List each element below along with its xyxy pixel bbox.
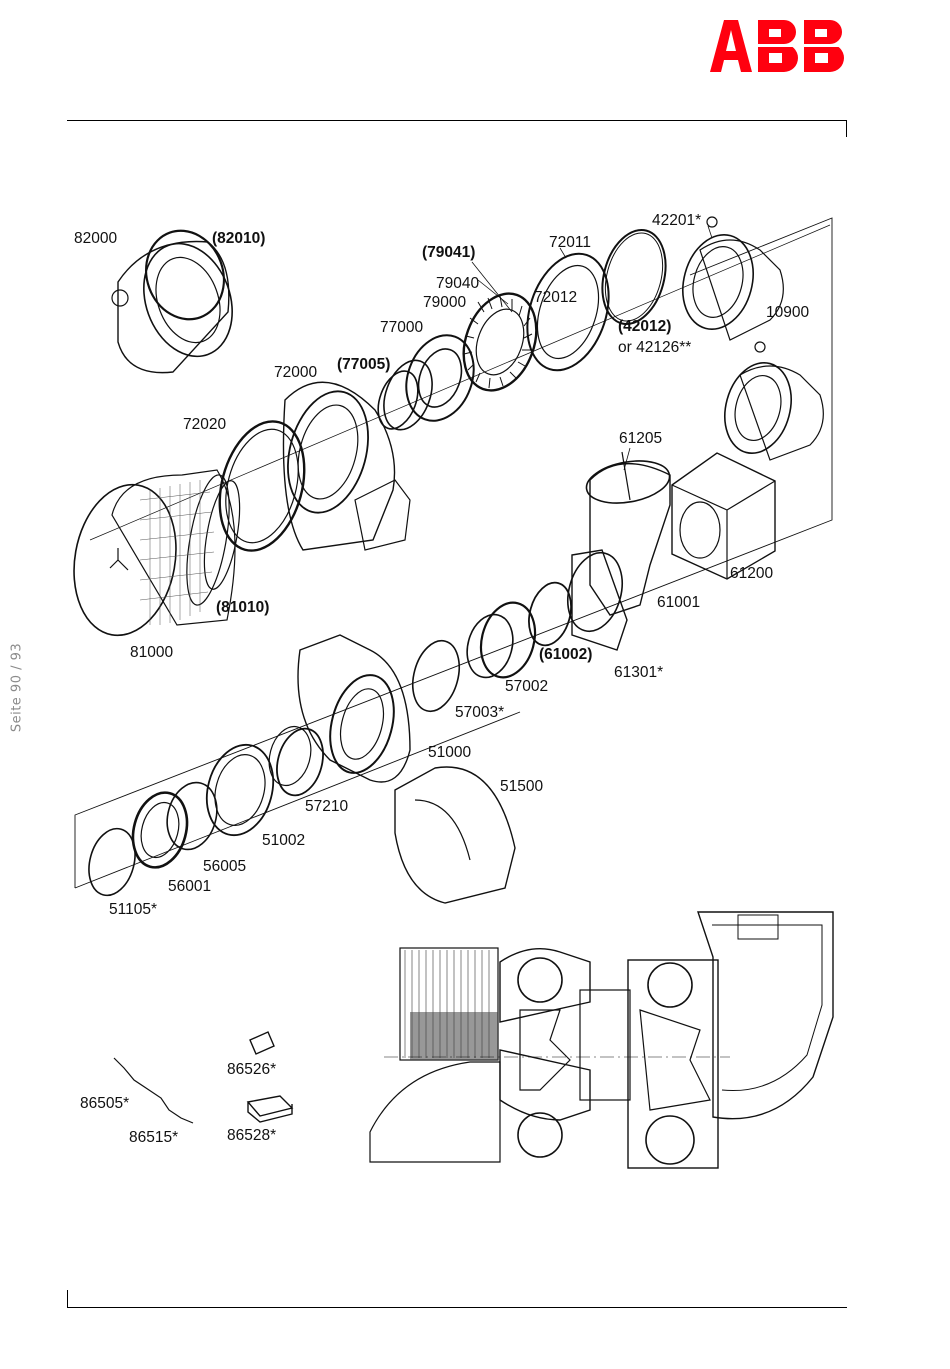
part-label-57210: 57210 <box>305 798 348 816</box>
part-label-42126: or 42126** <box>618 339 691 357</box>
part-label-79040: 79040 <box>436 275 479 293</box>
part-label-51500: 51500 <box>500 778 543 796</box>
part-label-61301: 61301* <box>614 664 663 682</box>
part-label-86526: 86526* <box>227 1061 276 1079</box>
part-label-72020: 72020 <box>183 416 226 434</box>
part-label-81000: 81000 <box>130 644 173 662</box>
part-label-72012: 72012 <box>534 289 577 307</box>
part-label-57003: 57003* <box>455 704 504 722</box>
part-label-56005: 56005 <box>203 858 246 876</box>
part-label-86515: 86515* <box>129 1129 178 1147</box>
part-label-42201: 42201* <box>652 212 701 230</box>
part-label-79041: (79041) <box>422 244 475 262</box>
footer-rule-tick <box>67 1290 68 1308</box>
part-label-86528: 86528* <box>227 1127 276 1145</box>
part-label-61200: 61200 <box>730 565 773 583</box>
part-label-61002: (61002) <box>539 646 592 664</box>
part-label-77000: 77000 <box>380 319 423 337</box>
part-label-42012: (42012) <box>618 318 671 336</box>
part-label-57002: 57002 <box>505 678 548 696</box>
footer-rule <box>67 1307 847 1308</box>
part-label-61205: 61205 <box>619 430 662 448</box>
part-label-10900: 10900 <box>766 304 809 322</box>
part-label-82010: (82010) <box>212 230 265 248</box>
part-label-82000: 82000 <box>74 230 117 248</box>
part-label-77005: (77005) <box>337 356 390 374</box>
part-label-51002: 51002 <box>262 832 305 850</box>
part-label-72011: 72011 <box>549 234 591 252</box>
part-label-56001: 56001 <box>168 878 211 896</box>
part-label-72000: 72000 <box>274 364 317 382</box>
part-label-51000: 51000 <box>428 744 471 762</box>
part-label-81010: (81010) <box>216 599 269 617</box>
part-label-86505: 86505* <box>80 1095 129 1113</box>
part-label-51105: 51105* <box>109 901 157 919</box>
part-label-79000: 79000 <box>423 294 466 312</box>
part-label-61001: 61001 <box>657 594 700 612</box>
